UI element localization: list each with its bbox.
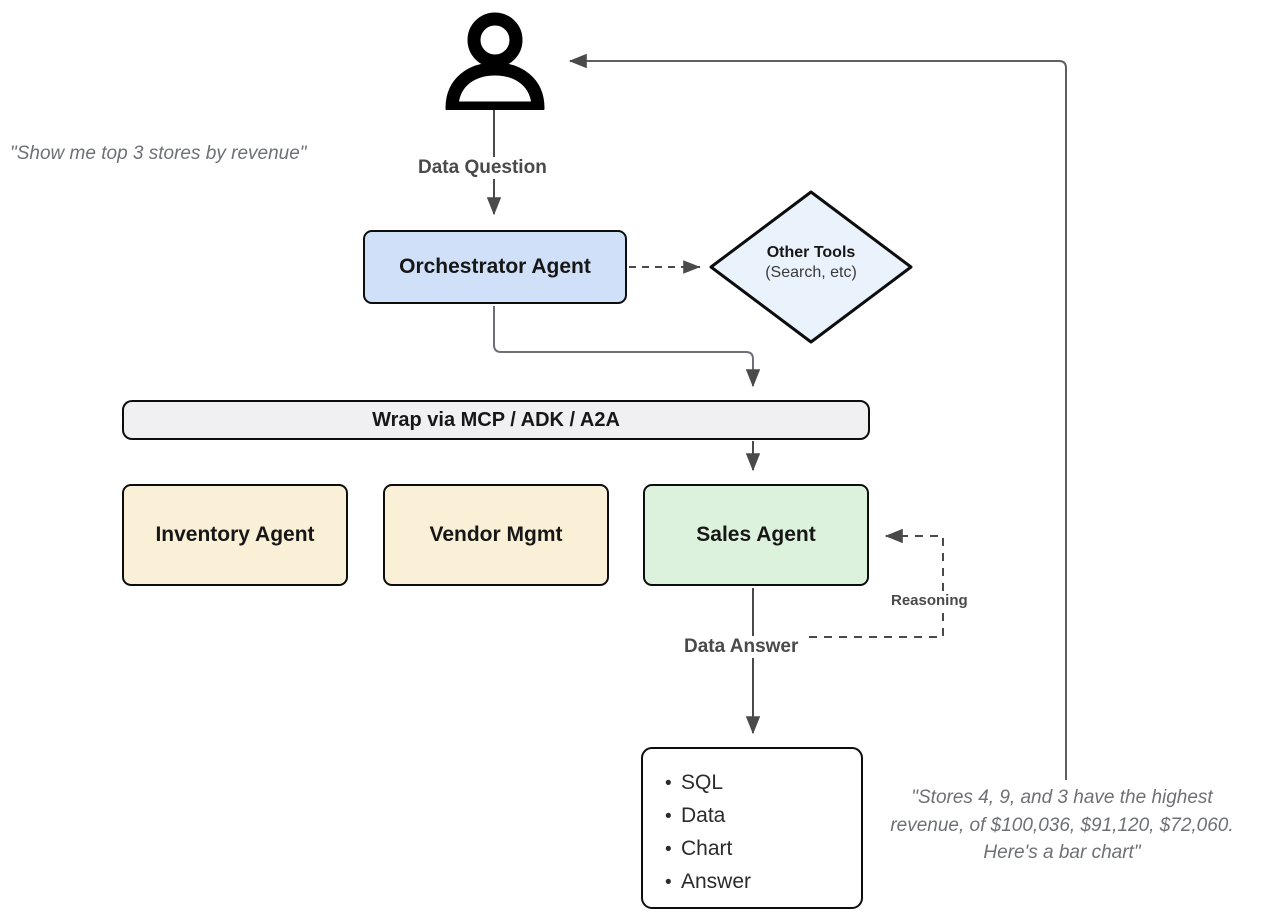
edge-orchestrator-to-wrapper: [493, 306, 761, 388]
output-item-label: SQL: [681, 771, 724, 794]
wrapper-mcp-adk-a2a-node[interactable]: Wrap via MCP / ADK / A2A: [122, 400, 870, 440]
user-request-quote: "Show me top 3 stores by revenue": [10, 143, 307, 164]
final-answer-line-1: "Stores 4, 9, and 3 have the highest: [911, 787, 1213, 808]
list-item: • Answer: [665, 866, 861, 899]
list-item: • SQL: [665, 767, 861, 800]
final-answer-line-2: revenue, of $100,036, $91,120, $72,060.: [890, 814, 1234, 836]
output-artifacts-node: • SQL • Data • Chart • Answer: [641, 747, 863, 909]
list-item: • Data: [665, 800, 861, 833]
output-item-label: Chart: [681, 837, 733, 860]
final-answer-quote: "Stores 4, 9, and 3 have the highest rev…: [866, 784, 1258, 867]
edge-answer-to-user: [568, 53, 1067, 780]
other-tools-node[interactable]: [703, 188, 919, 346]
other-tools-diamond: [709, 190, 913, 344]
sales-agent-node[interactable]: Sales Agent: [643, 484, 869, 586]
edge-reasoning-loop: [752, 528, 944, 638]
bullet-icon: •: [665, 872, 672, 893]
output-item-label: Answer: [681, 870, 752, 893]
inventory-agent-node[interactable]: Inventory Agent: [122, 484, 348, 586]
bullet-icon: •: [665, 806, 672, 827]
output-item-label: Data: [681, 804, 726, 827]
edge-label-data-question: Data Question: [413, 157, 552, 179]
edge-label-data-answer: Data Answer: [679, 636, 804, 658]
bullet-icon: •: [665, 839, 672, 860]
user-person-icon: [445, 12, 545, 110]
list-item: • Chart: [665, 833, 861, 866]
orchestrator-agent-node[interactable]: Orchestrator Agent: [363, 230, 627, 304]
vendor-mgmt-node[interactable]: Vendor Mgmt: [383, 484, 609, 586]
edge-label-reasoning: Reasoning: [886, 592, 973, 609]
bullet-icon: •: [665, 773, 672, 794]
final-answer-line-3: Here's a bar chart": [983, 842, 1141, 864]
